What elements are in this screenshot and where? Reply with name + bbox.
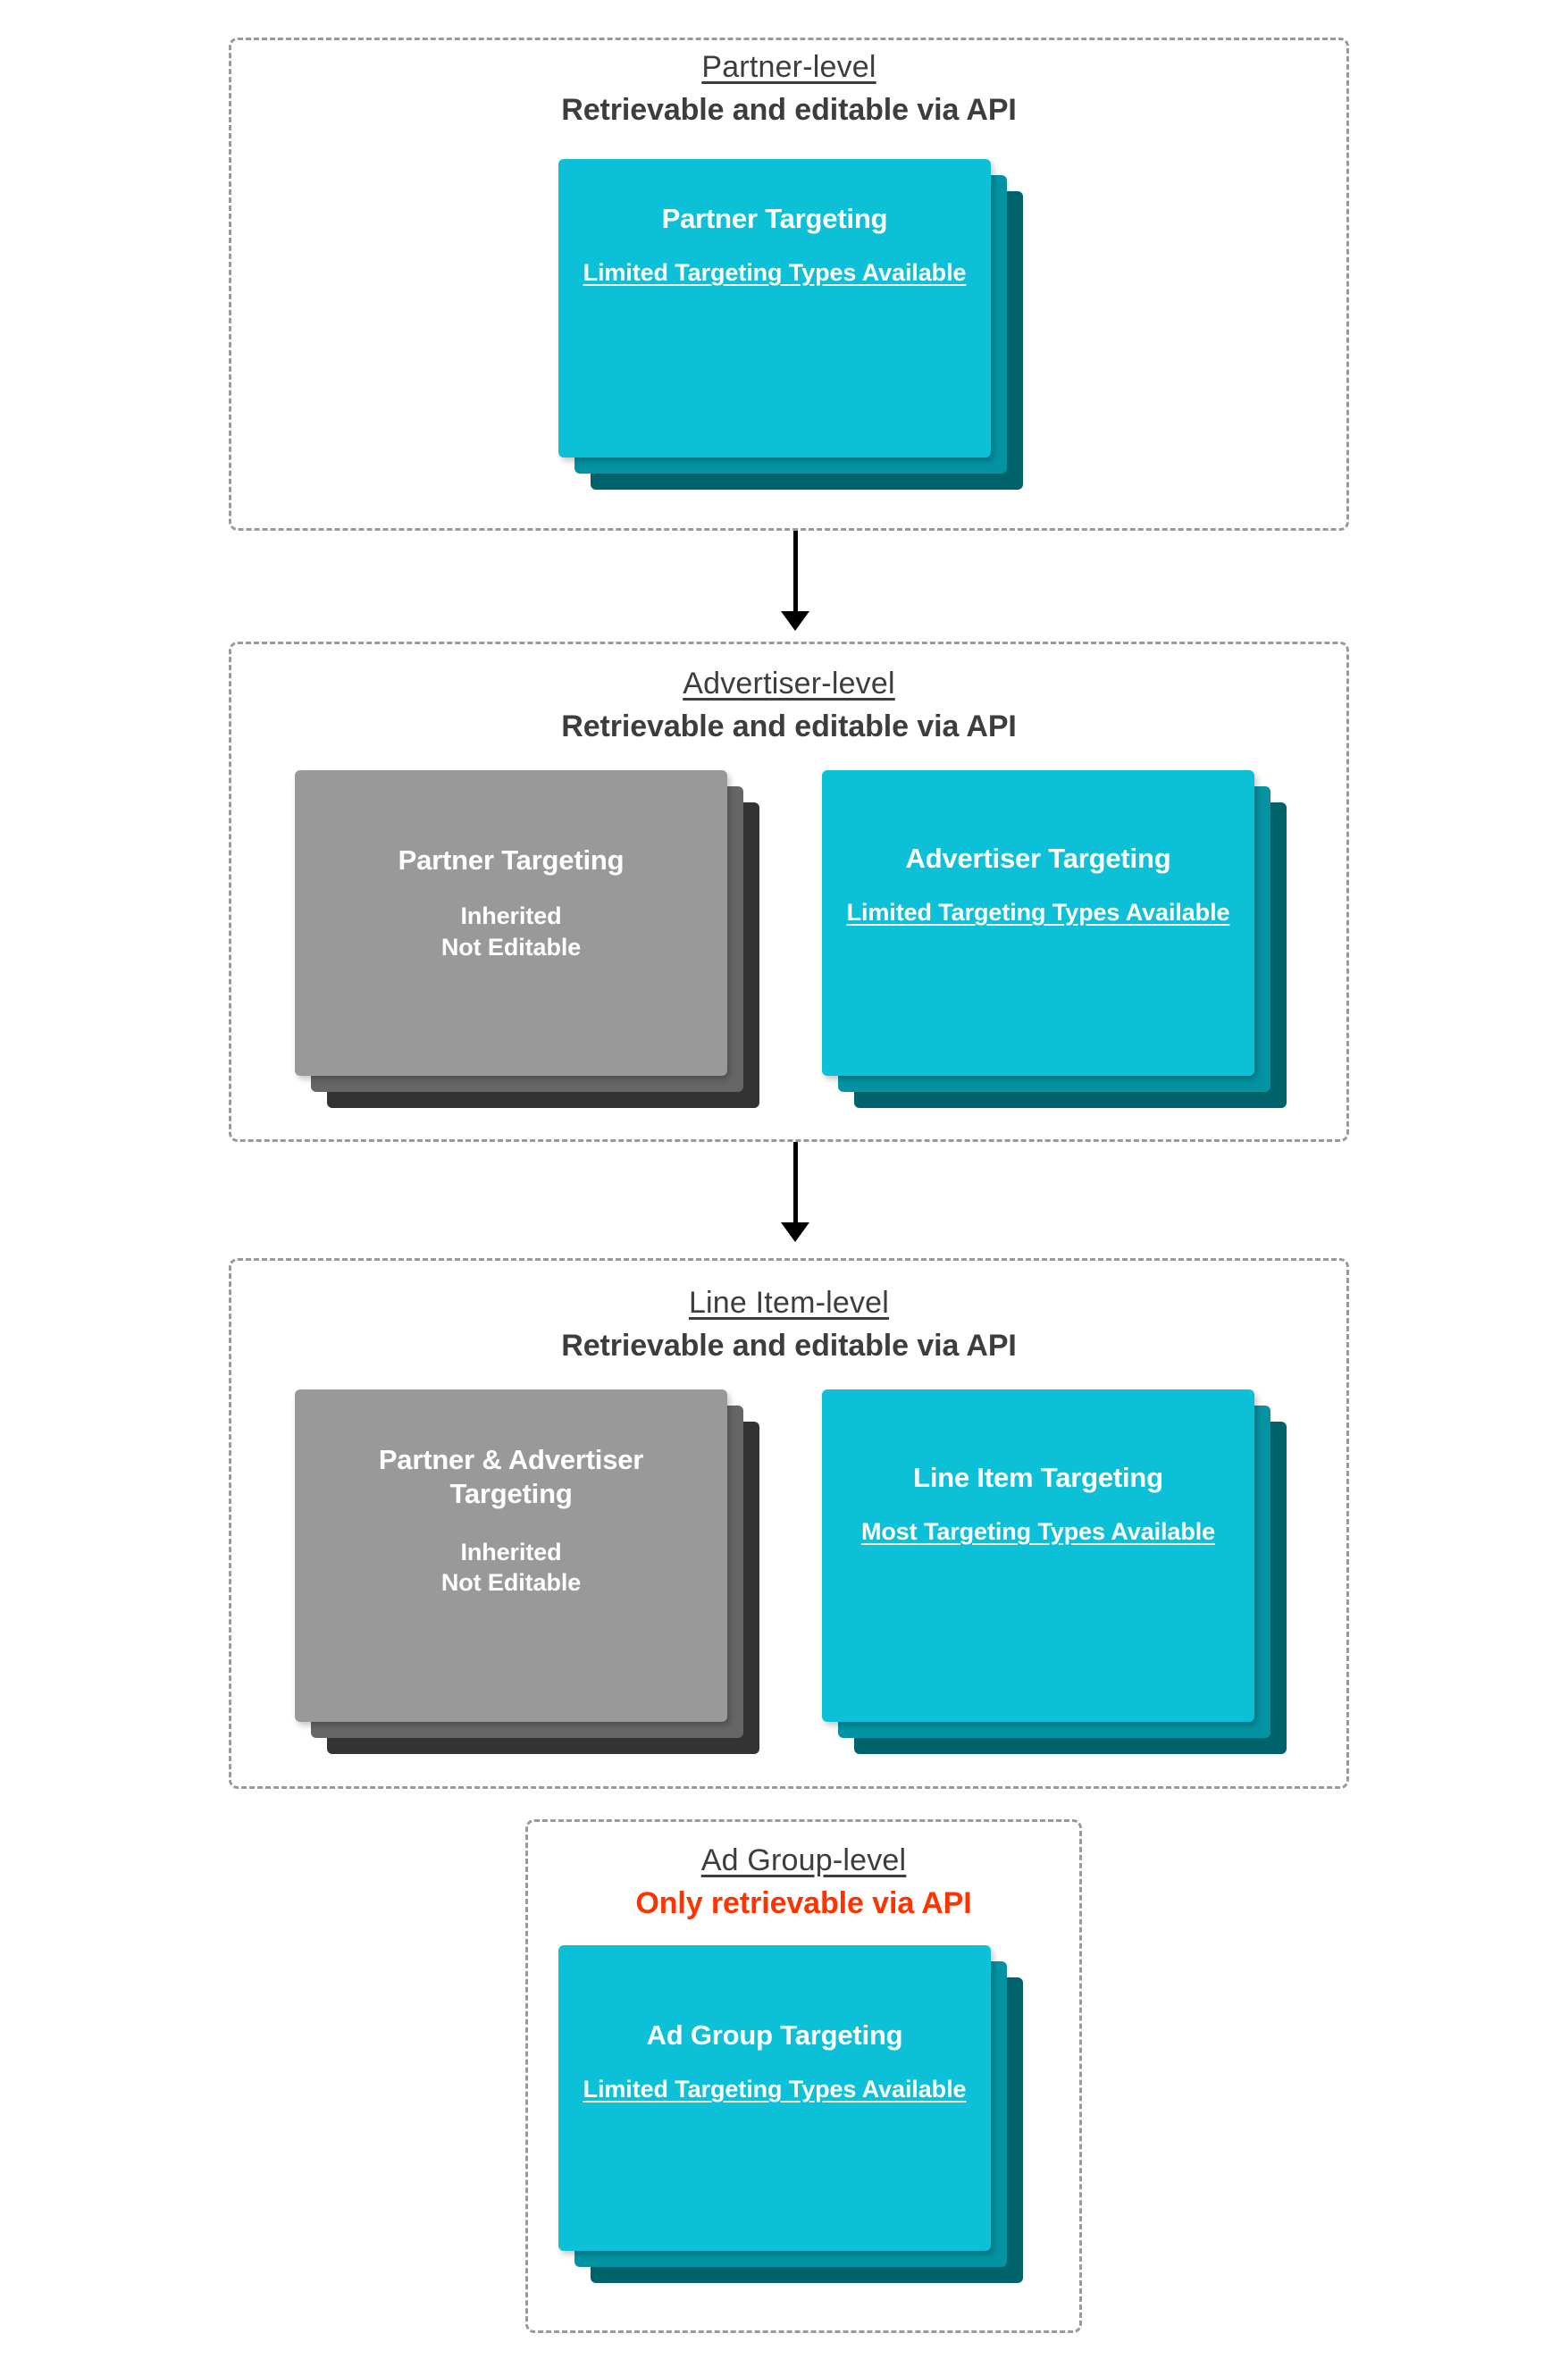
arrow-shaft xyxy=(792,1142,798,1224)
card-title: Advertiser Targeting xyxy=(905,843,1171,874)
arrow-head-icon xyxy=(781,1222,809,1242)
level-title-partner: Partner-level xyxy=(701,50,876,84)
card-front-line-item-targeting[interactable]: Line Item Targeting Most Targeting Types… xyxy=(822,1389,1254,1722)
card-front-ad-group-targeting[interactable]: Ad Group Targeting Limited Targeting Typ… xyxy=(558,1945,991,2251)
level-subtitle-advertiser: Retrievable and editable via API xyxy=(561,709,1017,744)
level-header-ad-group: Ad Group-level Only retrievable via API xyxy=(525,1842,1082,1923)
level-box-advertiser xyxy=(229,642,1349,1142)
card-note: Inherited Not Editable xyxy=(440,902,582,961)
card-front-advertiser-targeting[interactable]: Advertiser Targeting Limited Targeting T… xyxy=(822,770,1254,1076)
card-front-partner-targeting-inherited[interactable]: Partner Targeting Inherited Not Editable xyxy=(295,770,727,1076)
level-header-line-item: Line Item-level Retrievable and editable… xyxy=(229,1285,1349,1365)
level-box-line-item xyxy=(229,1258,1349,1789)
card-title: Line Item Targeting xyxy=(913,1462,1163,1493)
level-title-advertiser: Advertiser-level xyxy=(683,667,895,701)
card-note: Inherited Not Editable xyxy=(440,1538,582,1597)
card-stack-advertiser-targeting[interactable]: Advertiser Targeting Limited Targeting T… xyxy=(822,770,1287,1117)
level-subtitle-line-item: Retrievable and editable via API xyxy=(561,1329,1017,1364)
connector-partner-to-advertiser xyxy=(768,531,822,631)
card-front-partner-targeting[interactable]: Partner Targeting Limited Targeting Type… xyxy=(558,159,991,457)
card-title: Ad Group Targeting xyxy=(646,2019,903,2051)
card-note: Limited Targeting Types Available xyxy=(846,899,1230,927)
connector-advertiser-to-line-item xyxy=(768,1142,822,1242)
card-front-partner-advertiser-targeting-inherited[interactable]: Partner & Advertiser Targeting Inherited… xyxy=(295,1389,727,1722)
level-title-ad-group: Ad Group-level xyxy=(700,1843,907,1877)
card-stack-partner-targeting-inherited[interactable]: Partner Targeting Inherited Not Editable xyxy=(295,770,759,1117)
card-note: Most Targeting Types Available xyxy=(860,1518,1216,1546)
level-subtitle-partner: Retrievable and editable via API xyxy=(561,93,1017,128)
card-stack-partner-targeting[interactable]: Partner Targeting Limited Targeting Type… xyxy=(558,159,1023,490)
card-note: Limited Targeting Types Available xyxy=(583,2076,967,2103)
card-title: Partner Targeting xyxy=(398,844,625,876)
arrow-head-icon xyxy=(781,611,809,631)
card-stack-line-item-targeting[interactable]: Line Item Targeting Most Targeting Types… xyxy=(822,1389,1287,1763)
card-stack-ad-group-targeting[interactable]: Ad Group Targeting Limited Targeting Typ… xyxy=(558,1945,1023,2292)
level-header-partner: Partner-level Retrievable and editable v… xyxy=(229,49,1349,130)
card-stack-partner-advertiser-targeting-inherited[interactable]: Partner & Advertiser Targeting Inherited… xyxy=(295,1389,759,1763)
level-subtitle-ad-group: Only retrievable via API xyxy=(635,1886,972,1921)
level-box-partner xyxy=(229,38,1349,531)
level-title-line-item: Line Item-level xyxy=(688,1286,890,1320)
arrow-shaft xyxy=(792,531,798,613)
card-title: Partner & Advertiser Targeting xyxy=(378,1444,644,1510)
card-note: Limited Targeting Types Available xyxy=(583,259,967,287)
level-header-advertiser: Advertiser-level Retrievable and editabl… xyxy=(229,666,1349,746)
level-box-ad-group xyxy=(525,1819,1082,2333)
card-title: Partner Targeting xyxy=(661,203,888,234)
